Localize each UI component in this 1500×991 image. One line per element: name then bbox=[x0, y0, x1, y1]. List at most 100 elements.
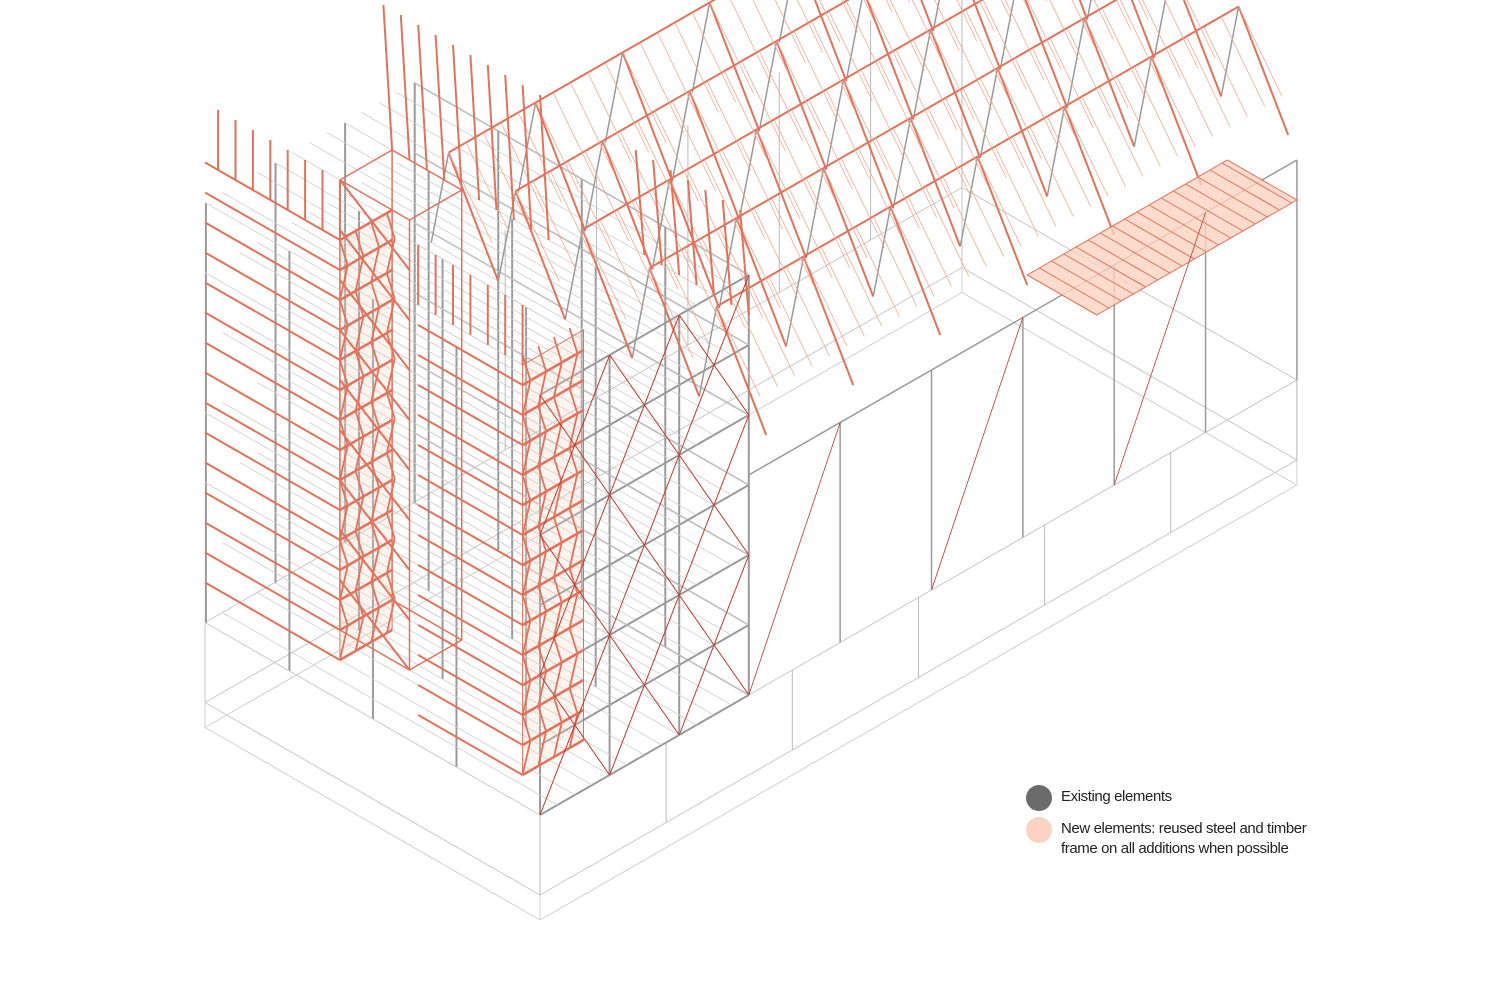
roof-rafter bbox=[976, 156, 1029, 286]
roof-strut bbox=[1086, 0, 1092, 20]
tower-east-zigzag bbox=[568, 507, 579, 534]
roof-rafter bbox=[920, 0, 935, 32]
roof-purlin bbox=[910, 117, 955, 209]
existing-swatch-icon bbox=[1026, 785, 1052, 811]
roof-purlin bbox=[927, 107, 972, 199]
tower-west-zigzag bbox=[386, 572, 396, 599]
tower-west-zigzag bbox=[386, 238, 396, 274]
roof-strut bbox=[979, 67, 999, 159]
roof-purlin bbox=[634, 199, 679, 290]
tower-east-zigzag bbox=[553, 696, 563, 723]
roof-rafter bbox=[581, 229, 634, 359]
roof-purlin bbox=[828, 10, 873, 102]
roof-purlin bbox=[825, 89, 871, 180]
tower-west-floor-beam bbox=[204, 341, 341, 421]
stair-diagonal bbox=[339, 429, 411, 521]
tower-east-zigzag bbox=[553, 396, 563, 423]
floor-joist bbox=[257, 242, 593, 436]
tower-west-zigzag bbox=[339, 385, 349, 421]
tower-west-floor-beam bbox=[204, 491, 341, 571]
tower-east-floor-beam bbox=[417, 504, 524, 566]
roof-strut bbox=[758, 40, 778, 132]
tower-east-zigzag bbox=[568, 627, 579, 654]
floor-joist bbox=[309, 212, 645, 406]
roof-purlin bbox=[1032, 47, 1077, 139]
roof-rafter bbox=[1130, 0, 1156, 59]
tower-east-zigzag bbox=[521, 594, 532, 621]
tower-east-floor-beam bbox=[521, 648, 585, 687]
roof-purlin bbox=[552, 92, 597, 183]
tower-west-floor-beam bbox=[204, 311, 341, 391]
tower-west-floor-beam bbox=[339, 538, 393, 572]
tower-west-zigzag bbox=[386, 272, 396, 299]
tower-east-zigzag bbox=[537, 551, 547, 587]
roof-purlin bbox=[908, 0, 911, 3]
tower-west-zigzag bbox=[354, 230, 365, 257]
roof-purlin bbox=[1138, 0, 1149, 20]
roof-purlin bbox=[945, 97, 990, 189]
roof-strut bbox=[785, 256, 805, 347]
roof-rafter bbox=[842, 79, 895, 209]
tower-west-zigzag bbox=[370, 367, 380, 403]
roof-strut bbox=[912, 29, 932, 120]
roof-strut bbox=[698, 306, 718, 397]
tower-west-zigzag bbox=[386, 392, 396, 419]
deck-board bbox=[1185, 183, 1256, 225]
tower-west-floor-beam bbox=[204, 521, 341, 601]
stair-diagonal bbox=[339, 329, 411, 421]
tower-west-floor-beam bbox=[339, 268, 393, 302]
tower-east-floor-beam bbox=[521, 348, 585, 387]
roof-purlin bbox=[691, 12, 737, 103]
roof-rafter bbox=[534, 102, 587, 232]
new-timber-tower-frames bbox=[204, 4, 750, 777]
roof-purlin bbox=[535, 102, 580, 193]
roof-strut bbox=[564, 229, 584, 320]
tower-east-zigzag bbox=[537, 611, 547, 647]
roof-rafter bbox=[889, 206, 942, 336]
tower-east-zigzag bbox=[537, 431, 547, 467]
tower-east-zigzag bbox=[553, 662, 563, 698]
crown-fin bbox=[634, 149, 646, 256]
roof-purlin bbox=[788, 187, 833, 279]
roof-purlin bbox=[858, 147, 903, 239]
roof-purlin bbox=[701, 237, 746, 329]
crown-fin bbox=[721, 199, 733, 306]
tower-east-floor-beam bbox=[521, 708, 585, 747]
roof-purlin bbox=[1012, 136, 1057, 227]
cross-brace bbox=[748, 422, 841, 696]
floor-joist bbox=[309, 142, 645, 336]
roof-purlin bbox=[959, 166, 1005, 257]
floor-joist bbox=[291, 572, 628, 766]
stair-core bbox=[391, 149, 463, 191]
new-walkway-deck bbox=[1026, 159, 1298, 316]
tower-west-zigzag bbox=[370, 221, 380, 248]
roof-purlin bbox=[738, 139, 784, 230]
roof-purlin bbox=[587, 72, 632, 163]
tower-east-floor-beam bbox=[417, 324, 524, 386]
crown-fin bbox=[539, 94, 550, 241]
roof-purlin bbox=[947, 19, 992, 110]
tower-west-zigzag bbox=[354, 556, 365, 592]
roof-strut bbox=[825, 79, 845, 170]
roof-purlin bbox=[845, 0, 891, 92]
tower-east-floor-beam bbox=[521, 558, 585, 597]
roof-purlin bbox=[860, 69, 905, 160]
tower-west-zigzag bbox=[370, 281, 380, 308]
tower-west-zigzag bbox=[354, 496, 365, 532]
plinth-edge bbox=[961, 267, 1298, 461]
floor-joist bbox=[413, 152, 749, 346]
roof-rafter bbox=[929, 29, 982, 159]
roof-purlin bbox=[666, 257, 711, 349]
roof-rafter bbox=[1063, 106, 1116, 236]
tower-east-zigzag bbox=[553, 602, 563, 638]
stair-core bbox=[339, 629, 410, 671]
tower-east-floor-beam bbox=[417, 534, 524, 596]
floor-joist bbox=[204, 272, 541, 466]
roof-purlin bbox=[1220, 16, 1266, 107]
roof-purlin bbox=[1238, 6, 1283, 97]
tower-west-floor-beam bbox=[204, 461, 341, 541]
tower-east-zigzag bbox=[568, 687, 579, 714]
roof-purlin bbox=[1186, 36, 1231, 127]
roof-purlin bbox=[584, 150, 630, 242]
roof-purlin bbox=[796, 0, 824, 53]
